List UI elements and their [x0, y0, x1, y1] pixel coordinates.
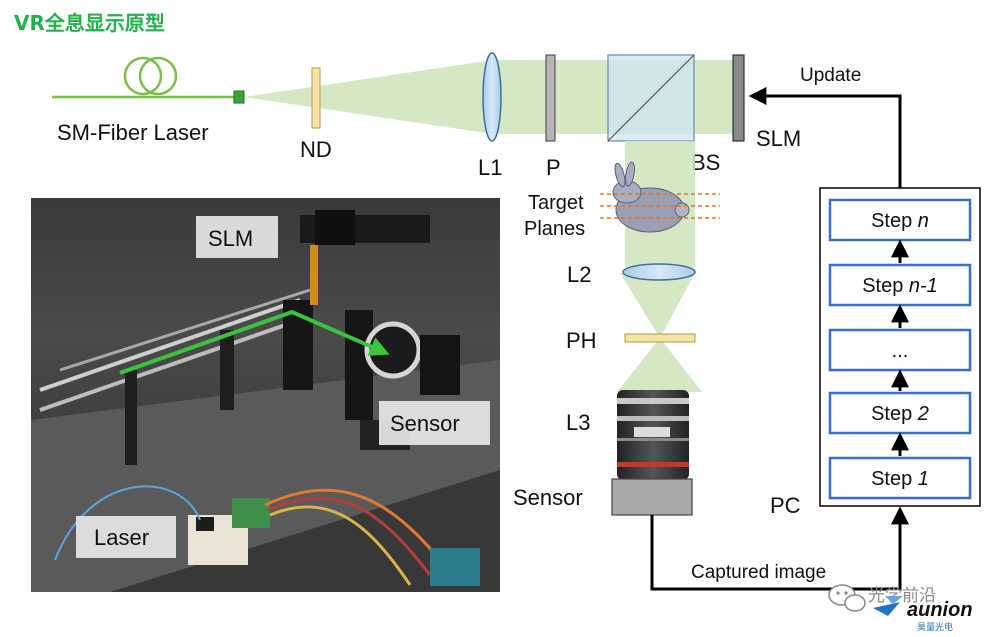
- nd-filter: [311, 67, 321, 129]
- pc-step-box: [828, 328, 972, 372]
- pc-step-label: Step 1: [871, 468, 929, 490]
- update-label: Update: [800, 65, 861, 86]
- pc-step-label: Step n: [871, 210, 929, 232]
- pc-step-prefix: Step: [862, 275, 909, 297]
- brand-logo-subtext: 昊量光电: [917, 621, 953, 633]
- l2-label: L2: [567, 262, 591, 287]
- page-title: VR全息显示原型: [14, 11, 165, 35]
- brand-logo-icon: [873, 596, 903, 616]
- beam-diverging: [244, 60, 493, 134]
- pc-step-prefix: Step: [871, 468, 918, 490]
- update-path: [748, 87, 902, 188]
- slm-device: [732, 54, 745, 142]
- target-planes: [600, 161, 720, 233]
- captured-image-path: [650, 506, 909, 591]
- pc-step-box: [828, 456, 972, 500]
- polarizer: [545, 54, 556, 142]
- lens-l3: [617, 390, 689, 480]
- pc-step-prefix: Step: [871, 210, 918, 232]
- bs-label: BS: [691, 150, 720, 175]
- photo-tag-laser-bg: [76, 516, 176, 558]
- sensor-label: Sensor: [513, 485, 583, 510]
- beam-diverge-ph-l3: [617, 338, 702, 392]
- beam-path-arrow: [119, 309, 390, 375]
- p-label: P: [546, 155, 561, 180]
- target-label-line2: Planes: [524, 218, 585, 240]
- photo-tag-laser: Laser: [94, 525, 149, 550]
- pinhole: [624, 333, 696, 343]
- lens-l2: [622, 263, 696, 281]
- wechat-icon: [828, 584, 866, 612]
- pc-step-suffix: 1: [918, 468, 929, 490]
- pc-label: PC: [770, 493, 801, 518]
- nd-label: ND: [300, 137, 332, 162]
- photo-tag-slm: SLM: [208, 226, 253, 251]
- photo-tag-sensor: Sensor: [390, 411, 460, 436]
- brand-logo-text: aunion: [907, 599, 973, 621]
- pc-step-suffix: 2: [917, 403, 929, 425]
- fiber-laser: [52, 56, 245, 104]
- lens-l1: [482, 52, 502, 142]
- pc-step-prefix: ...: [892, 340, 909, 362]
- pc-step-prefix: Step: [871, 403, 918, 425]
- captured-image-label: Captured image: [691, 562, 826, 583]
- pc-step-label: Step 2: [871, 403, 929, 425]
- photo-tag-slm-bg: [196, 216, 278, 258]
- pc-step-box: [828, 263, 972, 307]
- target-label-line1: Target: [528, 192, 584, 214]
- laser-label: SM-Fiber Laser: [57, 120, 209, 145]
- pc-step-label: ...: [892, 340, 909, 362]
- slm-label: SLM: [756, 126, 801, 151]
- l3-label: L3: [566, 410, 590, 435]
- beam-focus-l2-ph: [620, 273, 695, 338]
- pc-step-suffix: n-1: [909, 275, 938, 297]
- photo-tag-sensor-bg: [379, 401, 490, 445]
- ph-label: PH: [566, 328, 597, 353]
- l1-label: L1: [478, 155, 502, 180]
- sensor-device: [611, 478, 693, 516]
- beam-splitter: [607, 54, 695, 142]
- pc-step-label: Step n-1: [862, 275, 938, 297]
- pc-step-suffix: n: [918, 210, 929, 232]
